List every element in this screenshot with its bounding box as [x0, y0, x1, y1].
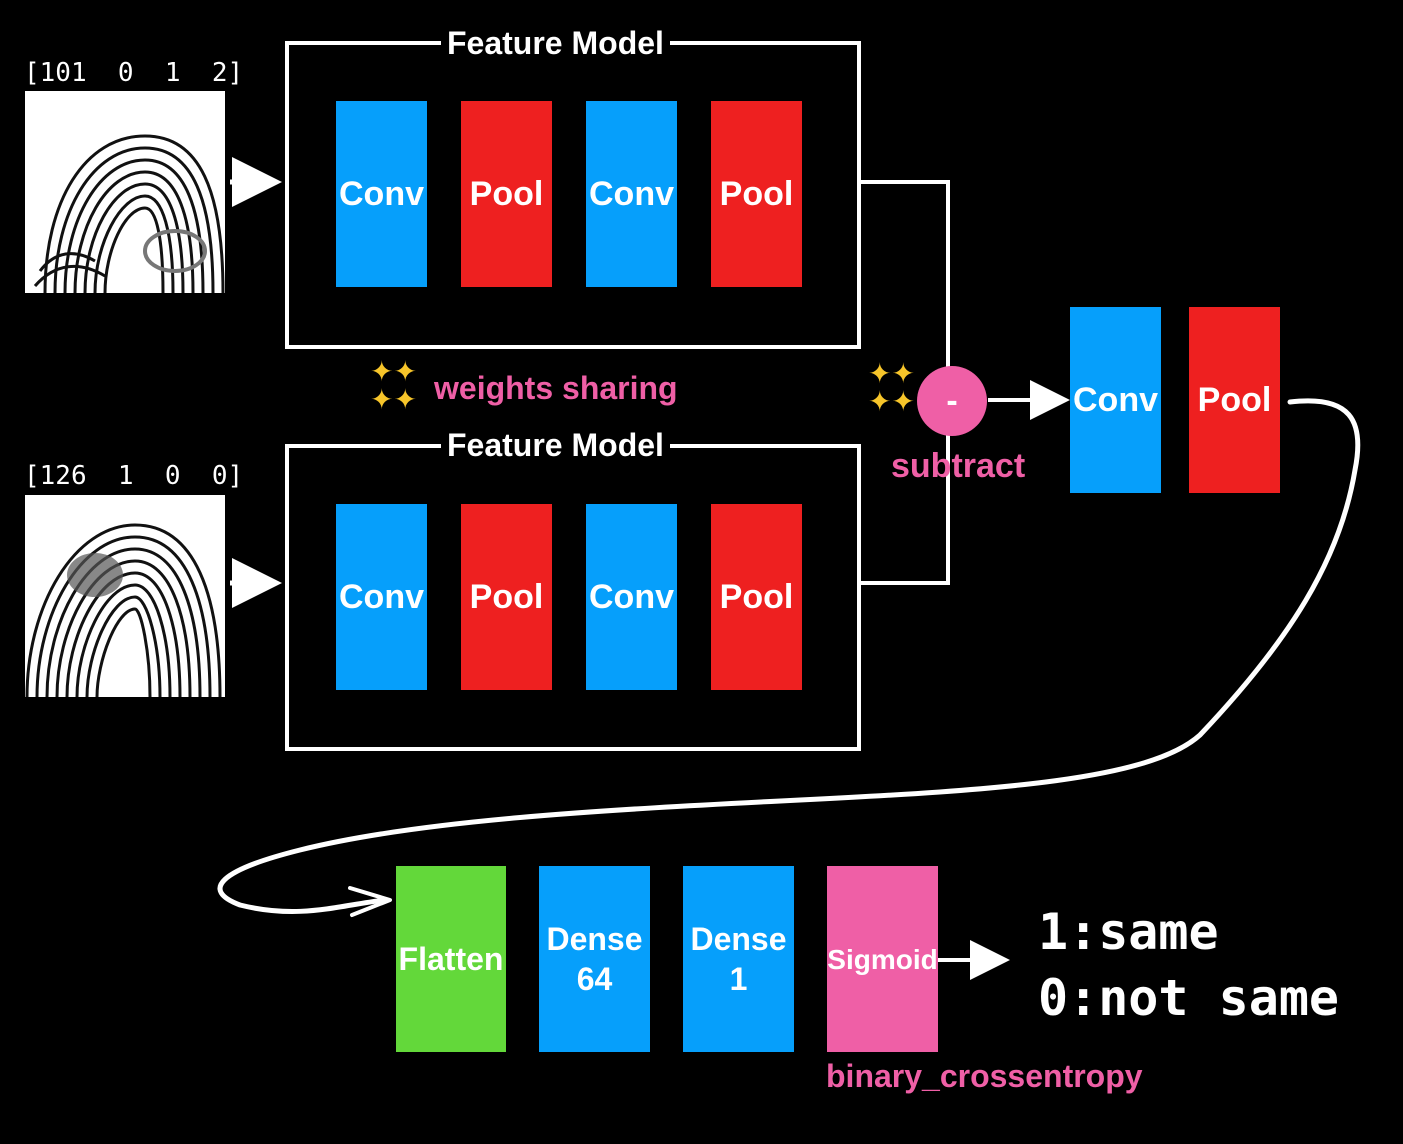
pool-layer-top-2: Pool — [711, 101, 802, 287]
sparkles-icon: ✦✦✦✦ — [868, 358, 915, 417]
curved-flow-arrow — [217, 398, 1361, 914]
merge-line-top — [860, 180, 950, 370]
dense-1-units: 1 — [729, 961, 748, 997]
sparkles-icon: ✦✦✦✦ — [370, 356, 417, 415]
input-vector-top: [101 0 1 2] — [24, 58, 244, 88]
conv-layer-head: Conv — [1070, 307, 1161, 493]
conv-layer-top-1: Conv — [336, 101, 427, 287]
pool-layer-head: Pool — [1189, 307, 1280, 493]
feature-model-top-title: Feature Model — [441, 25, 670, 61]
loss-label: binary_crossentropy — [826, 1058, 1143, 1094]
feature-model-bottom-title: Feature Model — [441, 427, 670, 463]
output-same: 1:same — [1038, 903, 1219, 961]
pool-layer-bottom-1: Pool — [461, 504, 552, 690]
conv-layer-bottom-2: Conv — [586, 504, 677, 690]
merge-line-bottom — [860, 432, 950, 585]
pool-layer-top-1: Pool — [461, 101, 552, 287]
arrow-head-icon — [348, 886, 392, 917]
output-not-same: 0:not same — [1038, 969, 1340, 1027]
flatten-layer: Flatten — [396, 866, 506, 1052]
dense-1-layer: Dense 1 — [683, 866, 794, 1052]
input-vector-bottom: [126 1 0 0] — [24, 461, 244, 491]
fingerprint-image-top — [25, 91, 225, 293]
dense-64-layer: Dense 64 — [539, 866, 650, 1052]
subtract-label: subtract — [891, 447, 1026, 485]
dense-1-title: Dense — [690, 921, 787, 957]
dense-64-units: 64 — [576, 961, 613, 997]
conv-layer-bottom-1: Conv — [336, 504, 427, 690]
subtract-node: - — [917, 366, 987, 436]
dense-64-title: Dense — [546, 921, 643, 957]
conv-layer-top-2: Conv — [586, 101, 677, 287]
pool-layer-bottom-2: Pool — [711, 504, 802, 690]
fingerprint-image-bottom — [25, 495, 225, 697]
weights-sharing-label: weights sharing — [434, 370, 678, 406]
sigmoid-layer: Sigmoid — [827, 866, 938, 1052]
